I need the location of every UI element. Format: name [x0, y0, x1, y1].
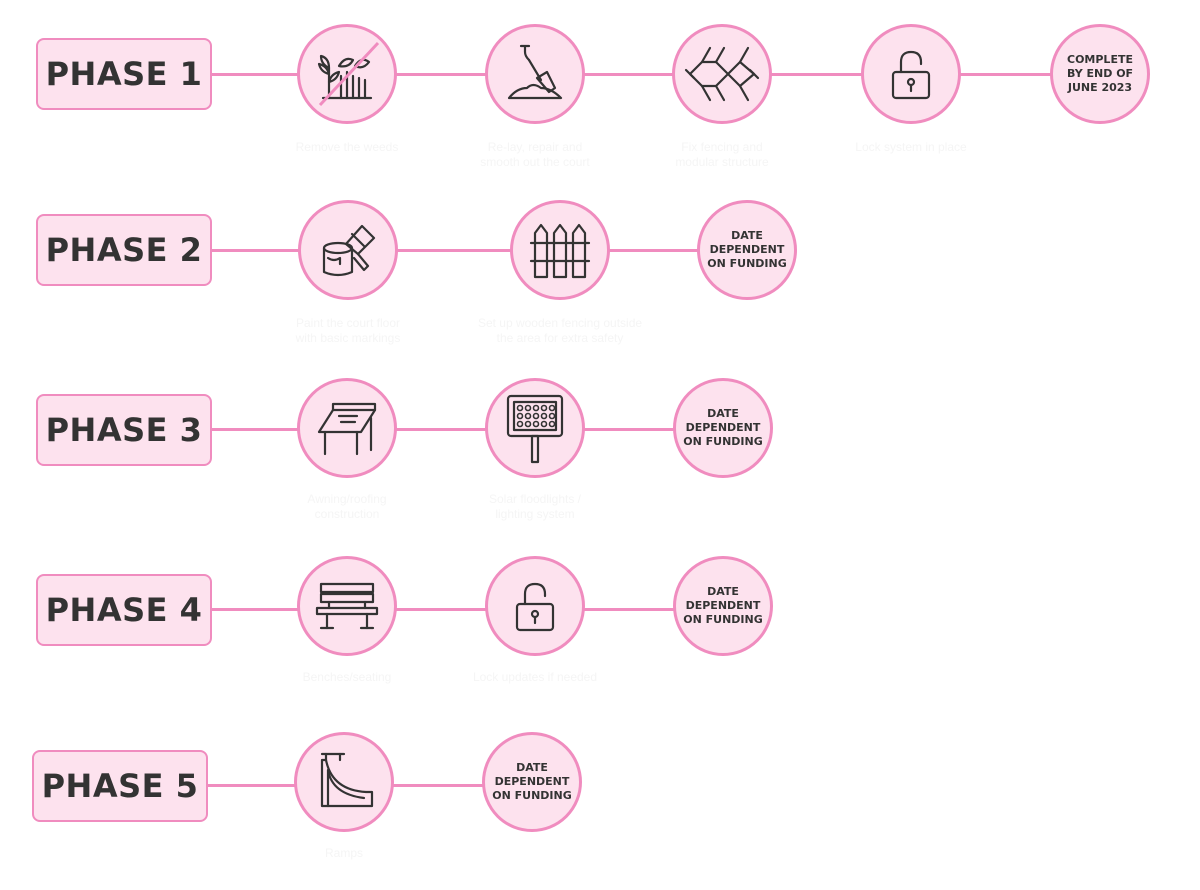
step-ramps [294, 732, 394, 832]
end-milestone-text: DATE DEPENDENT ON FUNDING [683, 407, 763, 448]
bench-icon [315, 582, 379, 630]
end-milestone-text: DATE DEPENDENT ON FUNDING [683, 585, 763, 626]
phase-4-end-milestone: DATE DEPENDENT ON FUNDING [673, 556, 773, 656]
caption-relay-court: Re-lay, repair and smooth out the court [480, 140, 590, 169]
connector-line [210, 249, 750, 252]
caption-lock-system: Lock system in place [855, 140, 967, 154]
phase-4-label: PHASE 4 [36, 574, 212, 646]
step-lock-system [861, 24, 961, 124]
caption-remove-weeds: Remove the weeds [295, 140, 399, 154]
awning-roof-icon [317, 402, 377, 456]
chain-link-fence-icon [684, 46, 760, 102]
strike-through-icon [318, 41, 380, 107]
caption-solar-floodlights: Solar floodlights / lighting system [488, 492, 582, 521]
caption-fix-fencing: Fix fencing and modular structure [675, 140, 769, 169]
paint-can-brush-icon [322, 224, 376, 277]
phase-1-label: PHASE 1 [36, 38, 212, 110]
weeds-removal-icon [317, 54, 373, 100]
step-lock-updates [485, 556, 585, 656]
connector-line [210, 428, 730, 431]
caption-benches-seating: Benches/seating [302, 670, 392, 684]
caption-ramps: Ramps [324, 846, 363, 860]
step-wooden-fencing [510, 200, 610, 300]
step-awning-roofing [297, 378, 397, 478]
padlock-icon [515, 582, 555, 632]
phase-3-label: PHASE 3 [36, 394, 212, 466]
step-relay-court [485, 24, 585, 124]
phase-5-label: PHASE 5 [32, 750, 208, 822]
phase-1-end-milestone: COMPLETE BY END OF JUNE 2023 [1050, 24, 1150, 124]
step-fix-fencing [672, 24, 772, 124]
phase-3-end-milestone: DATE DEPENDENT ON FUNDING [673, 378, 773, 478]
connector-line [210, 73, 1100, 76]
wooden-fence-icon [529, 223, 591, 279]
phase-2-end-milestone: DATE DEPENDENT ON FUNDING [697, 200, 797, 300]
step-solar-floodlights [485, 378, 585, 478]
solar-floodlight-icon [506, 394, 564, 464]
caption-wooden-fencing: Set up wooden fencing outside the area f… [477, 316, 643, 345]
caption-lock-updates: Lock updates if needed [472, 670, 598, 684]
phase-2-label: PHASE 2 [36, 214, 212, 286]
end-milestone-text: DATE DEPENDENT ON FUNDING [492, 761, 572, 802]
phase-5-end-milestone: DATE DEPENDENT ON FUNDING [482, 732, 582, 832]
step-paint-court [298, 200, 398, 300]
step-remove-weeds [297, 24, 397, 124]
caption-paint-court: Paint the court floor with basic marking… [295, 316, 401, 345]
connector-line [210, 608, 730, 611]
end-milestone-text: DATE DEPENDENT ON FUNDING [707, 229, 787, 270]
caption-awning-roofing: Awning/roofing construction [307, 492, 387, 521]
open-padlock-icon [891, 50, 931, 100]
end-milestone-text: COMPLETE BY END OF JUNE 2023 [1066, 53, 1134, 94]
shovel-icon [507, 44, 563, 100]
step-benches-seating [297, 556, 397, 656]
skate-ramp-icon [320, 752, 374, 808]
